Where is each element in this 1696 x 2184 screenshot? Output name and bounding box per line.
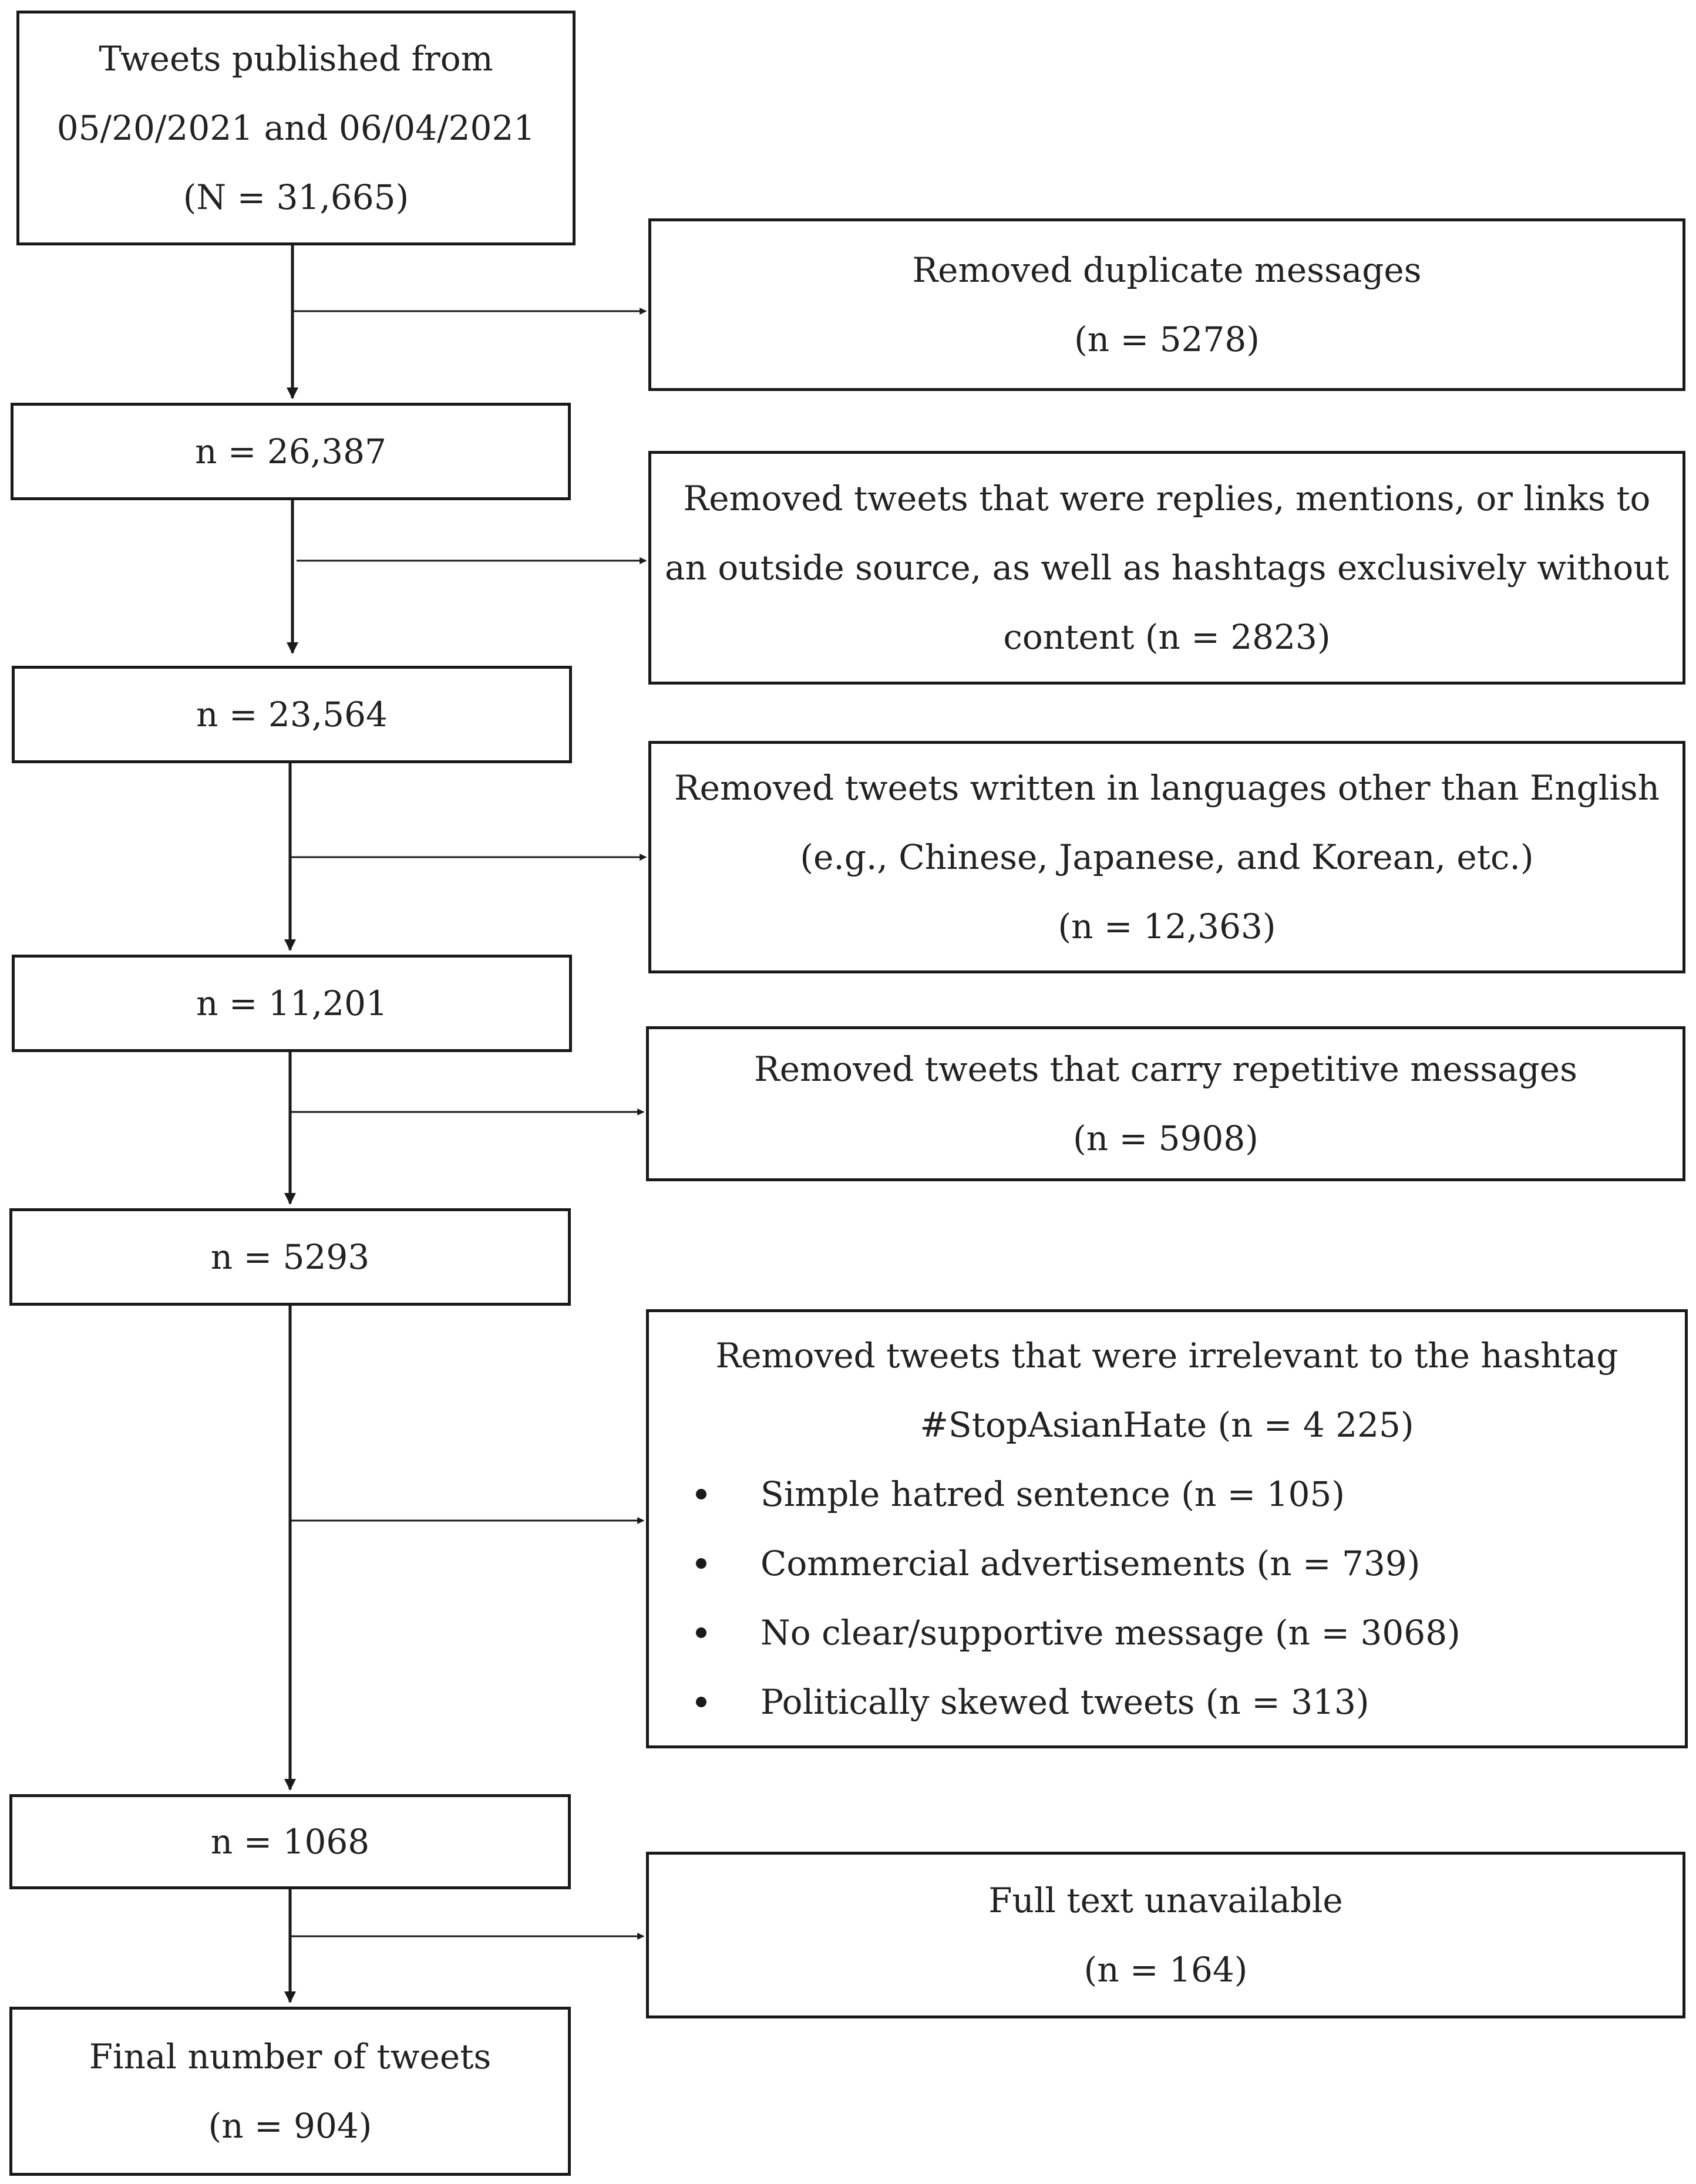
bullet-icon [696, 1489, 706, 1499]
box-line: Full text unavailable [988, 1880, 1343, 1920]
box-line: Removed duplicate messages [912, 250, 1422, 290]
box-removed-irrelevant: Removed tweets that were irrelevant to t… [646, 1309, 1688, 1748]
bullet-icon [696, 1558, 706, 1569]
box-line: (n = 5908) [1073, 1118, 1258, 1158]
box-removed-repetitive: Removed tweets that carry repetitive mes… [646, 1026, 1685, 1181]
list-item-label: Politically skewed tweets (n = 313) [760, 1682, 1369, 1722]
box-line: Removed tweets written in languages othe… [674, 768, 1660, 808]
box-after-irrelevant: n = 1068 [9, 1794, 571, 1889]
box-line: Removed tweets that were irrelevant to t… [715, 1336, 1618, 1376]
list-item: No clear/supportive message (n = 3068) [696, 1598, 1461, 1667]
box-line: (N = 31,665) [183, 177, 409, 217]
box-removed-unavailable: Full text unavailable (n = 164) [646, 1852, 1685, 2018]
box-line: Removed tweets that were replies, mentio… [683, 478, 1651, 518]
box-line: 05/20/2021 and 06/04/2021 [56, 108, 536, 148]
box-removed-replies: Removed tweets that were replies, mentio… [648, 451, 1685, 685]
box-line: Removed tweets that carry repetitive mes… [754, 1049, 1577, 1089]
box-line: (n = 904) [208, 2106, 372, 2146]
irrelevant-breakdown-list: Simple hatred sentence (n = 105) Commerc… [696, 1460, 1461, 1737]
list-item: Politically skewed tweets (n = 313) [696, 1667, 1461, 1737]
box-line: n = 11,201 [196, 983, 388, 1023]
list-item-label: No clear/supportive message (n = 3068) [760, 1613, 1461, 1653]
box-line: content (n = 2823) [1003, 617, 1331, 657]
box-line: (e.g., Chinese, Japanese, and Korean, et… [800, 837, 1534, 877]
box-initial-tweets: Tweets published from 05/20/2021 and 06/… [16, 11, 576, 245]
box-line: n = 26,387 [195, 432, 386, 471]
box-removed-duplicates: Removed duplicate messages (n = 5278) [648, 218, 1685, 391]
box-after-repetitive: n = 5293 [9, 1208, 571, 1306]
box-line: Final number of tweets [89, 2037, 492, 2077]
box-line: Tweets published from [99, 39, 493, 79]
list-item-label: Commercial advertisements (n = 739) [760, 1543, 1421, 1583]
bullet-icon [696, 1627, 706, 1638]
box-line: n = 5293 [210, 1237, 370, 1277]
box-line: (n = 164) [1083, 1950, 1248, 1990]
box-line: n = 1068 [210, 1822, 370, 1862]
list-item-label: Simple hatred sentence (n = 105) [760, 1474, 1345, 1514]
box-after-languages: n = 11,201 [12, 955, 572, 1052]
box-line: an outside source, as well as hashtags e… [665, 548, 1669, 588]
box-line: (n = 12,363) [1058, 906, 1276, 946]
box-after-replies: n = 23,564 [12, 666, 572, 763]
box-after-duplicates: n = 26,387 [11, 403, 571, 500]
bullet-icon [696, 1697, 706, 1707]
box-line: n = 23,564 [196, 695, 388, 734]
list-item: Commercial advertisements (n = 739) [696, 1529, 1461, 1598]
box-line: #StopAsianHate (n = 4 225) [920, 1405, 1414, 1445]
box-final-tweets: Final number of tweets (n = 904) [9, 2007, 571, 2176]
list-item: Simple hatred sentence (n = 105) [696, 1460, 1461, 1529]
box-removed-languages: Removed tweets written in languages othe… [648, 741, 1685, 973]
box-line: (n = 5278) [1074, 319, 1260, 359]
